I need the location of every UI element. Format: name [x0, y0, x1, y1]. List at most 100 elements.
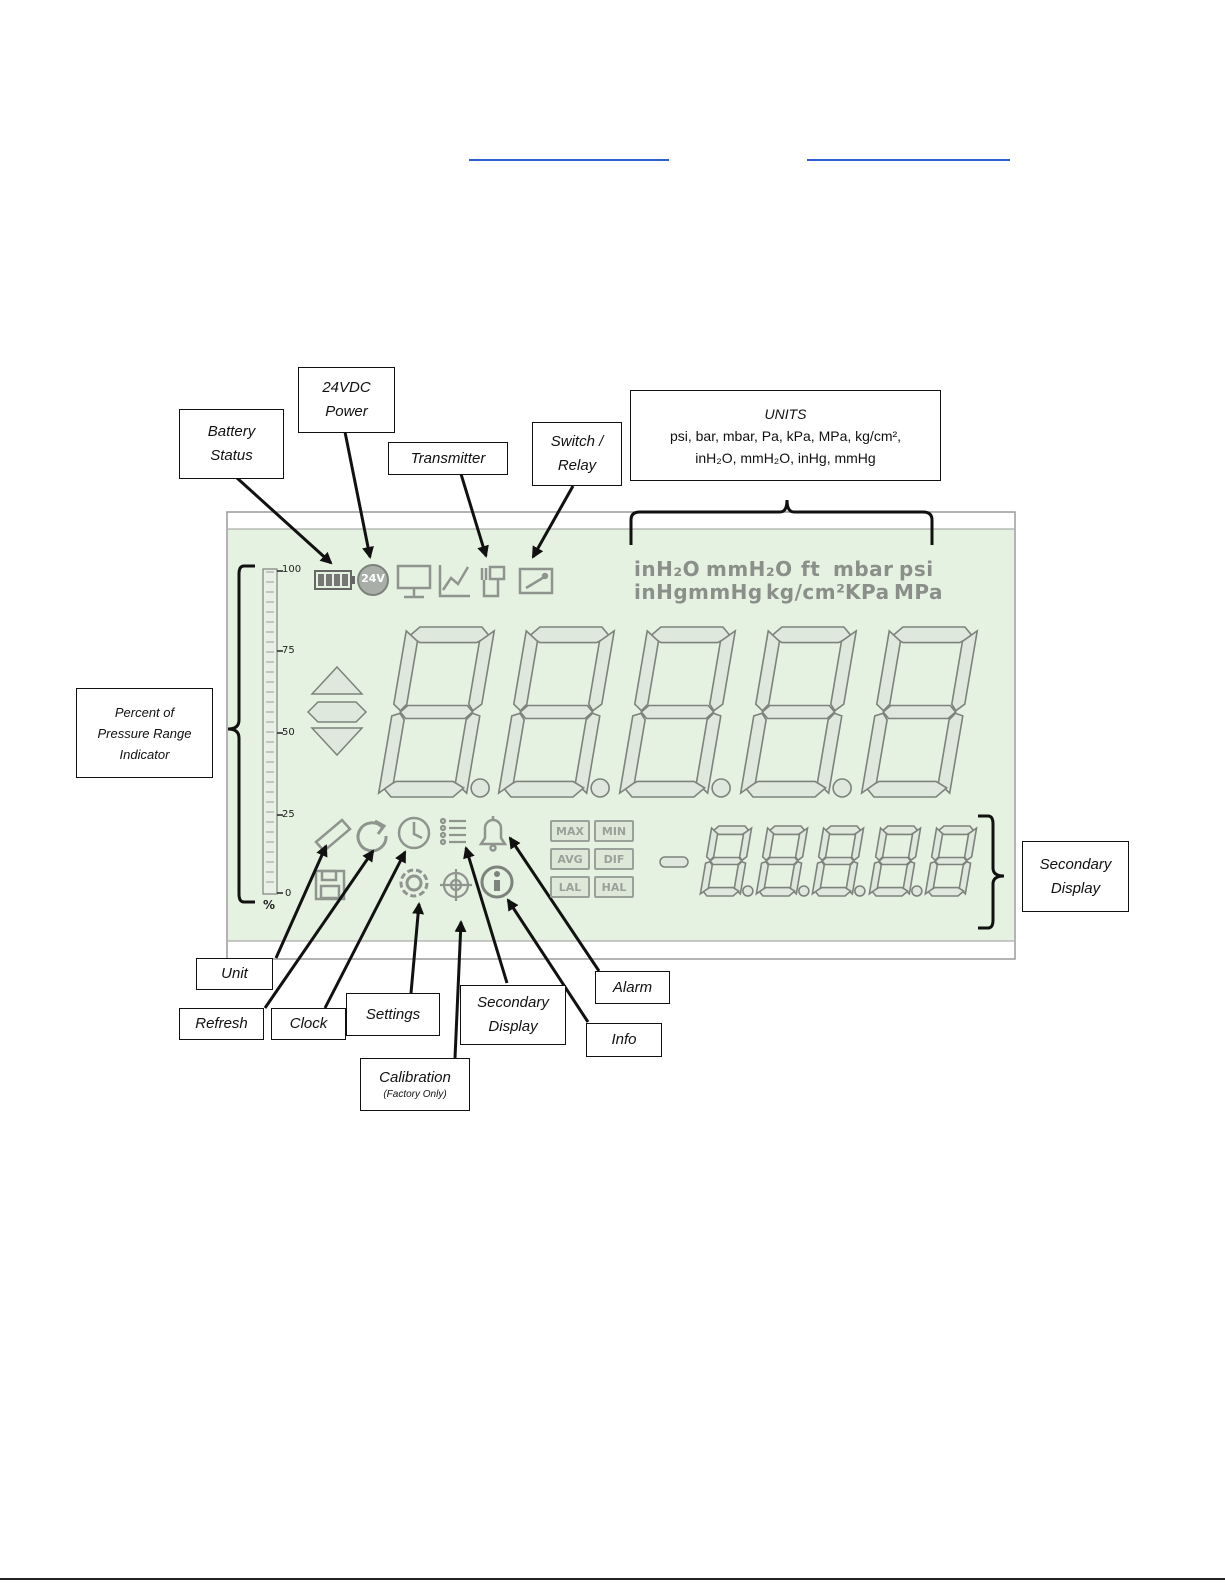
digit-segment	[744, 780, 828, 798]
digit-segment	[882, 704, 957, 720]
digit-segment	[754, 629, 781, 712]
secondary-digit	[924, 825, 978, 897]
digit-segment	[454, 712, 481, 795]
calibration-crosshair-icon	[440, 869, 472, 901]
digit-segment	[587, 629, 616, 712]
decimal-point	[711, 778, 731, 798]
digit-segment	[755, 860, 770, 896]
primary-digit	[497, 626, 616, 798]
unit-kpa: KPa	[845, 580, 890, 604]
digit-segment	[733, 860, 747, 896]
callout-alarm: Alarm	[595, 971, 670, 1004]
mode-hal: HAL	[594, 876, 634, 898]
scale-label-25: 25	[282, 809, 295, 820]
digit-segment	[699, 860, 714, 896]
callout-secondary-display-right: Secondary Display	[1022, 841, 1129, 912]
digit-segment	[811, 860, 826, 896]
arrow-info	[506, 898, 590, 1023]
settings-gear-icon	[399, 868, 429, 898]
digit-segment	[958, 860, 972, 896]
calibration-label: Calibration	[379, 1068, 451, 1086]
digit-segment	[950, 629, 979, 712]
digit-segment	[924, 860, 939, 896]
unit-kgcm2: kg/cm²	[766, 580, 846, 604]
callout-switch-relay: Switch / Relay	[532, 422, 622, 486]
trend-chart-icon	[438, 565, 470, 598]
digit-segment	[875, 629, 902, 712]
digit-segment	[512, 629, 539, 712]
unit-psi: psi	[899, 557, 934, 581]
digit-segment	[890, 626, 974, 644]
callout-24vdc-power: 24VDC Power	[298, 367, 395, 433]
arrow-switch	[531, 485, 575, 559]
callout-settings: Settings	[346, 993, 440, 1036]
callout-transmitter: Transmitter	[388, 442, 508, 475]
units-line-2: inH₂O, mmH₂O, inHg, mmHg	[695, 449, 876, 466]
digit-segment	[850, 826, 865, 862]
switch-relay-icon	[518, 567, 554, 595]
mode-avg: AVG	[550, 848, 590, 870]
digit-segment	[902, 860, 916, 896]
arrow-clock	[323, 850, 407, 1009]
info-icon	[480, 865, 514, 899]
digit-segment	[708, 629, 737, 712]
digit-segment	[497, 712, 525, 795]
digit-segment	[878, 856, 912, 866]
digit-segment	[407, 626, 491, 644]
header-link-2[interactable]	[807, 159, 1010, 161]
decimal-point	[470, 778, 490, 798]
battery-icon	[314, 570, 355, 590]
callout-refresh: Refresh	[179, 1008, 264, 1040]
secondary-digit	[755, 825, 810, 897]
unit-inh2o: inH₂O	[634, 557, 701, 581]
callout-arrows	[235, 431, 601, 1059]
arrow-alarm	[508, 836, 601, 972]
digit-segment	[648, 626, 732, 644]
header-link-1[interactable]	[469, 159, 669, 161]
digit-segment	[829, 629, 858, 712]
scale-percent-symbol: %	[263, 898, 276, 912]
mode-dif: DIF	[594, 848, 634, 870]
unit-mmh2o: mmH₂O	[706, 557, 793, 581]
primary-digit	[618, 626, 737, 798]
digit-segment	[633, 629, 660, 712]
decimal-point	[854, 885, 866, 897]
unit-mbar: mbar	[833, 557, 894, 581]
secondary-digit	[699, 825, 754, 897]
decimal-point	[742, 885, 754, 897]
digit-segment	[382, 780, 466, 798]
callout-clock: Clock	[271, 1008, 346, 1040]
arrow-settings	[409, 902, 425, 994]
unit-inhg: inHg	[634, 580, 689, 604]
arrow-refresh	[263, 849, 375, 1009]
digit-segment	[769, 626, 853, 644]
digit-segment	[868, 860, 883, 896]
scale-label-50: 50	[282, 727, 295, 738]
arrow-unit	[274, 844, 328, 959]
digit-segment	[519, 704, 594, 720]
unit-mpa: MPa	[894, 580, 944, 604]
scale-label-75: 75	[282, 645, 295, 656]
arrow-secondary	[463, 846, 509, 984]
digit-segment	[789, 860, 803, 896]
digit-segment	[377, 712, 405, 795]
callout-secondary-display-bottom: Secondary Display	[460, 985, 566, 1045]
digit-segment	[709, 856, 743, 866]
digit-segment	[860, 712, 888, 795]
transmitter-icon	[480, 565, 506, 598]
mode-lal: LAL	[550, 876, 590, 898]
digit-segment	[907, 826, 922, 862]
digit-segment	[816, 712, 843, 795]
decimal-point	[832, 778, 852, 798]
power-24v-icon	[357, 564, 389, 596]
monitor-icon	[396, 564, 432, 599]
refresh-icon	[356, 819, 388, 853]
decimal-point	[798, 885, 810, 897]
unit-mmhg: mmHg	[688, 580, 763, 604]
digit-segment	[761, 704, 836, 720]
secondary-digit	[811, 825, 866, 897]
list-icon	[439, 817, 466, 846]
digit-segment	[399, 704, 474, 720]
digit-segment	[392, 629, 419, 712]
digit-segment	[963, 826, 978, 862]
